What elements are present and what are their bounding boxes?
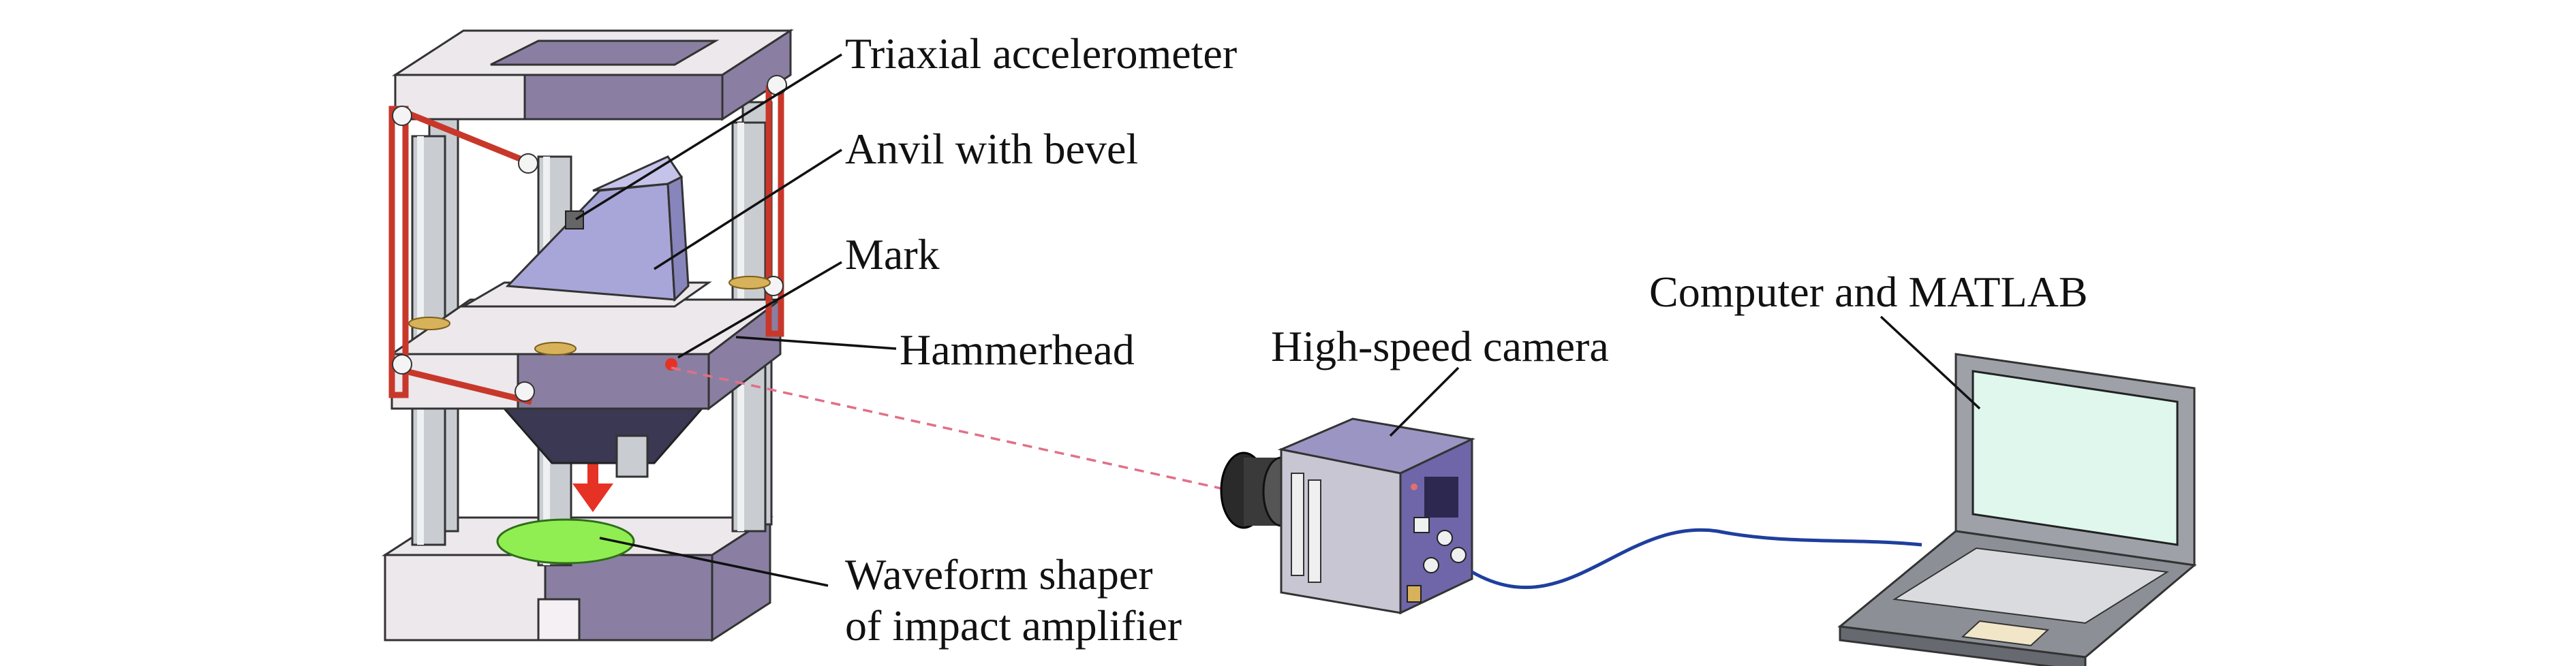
label-high-speed-camera: High-speed camera — [1271, 322, 1609, 370]
base-plate — [381, 516, 774, 642]
leader-triaxial-accelerometer — [575, 53, 842, 221]
leader-lines — [575, 53, 1981, 587]
waveform-shaper-disk — [496, 518, 635, 565]
label-hammerhead: Hammerhead — [900, 326, 1135, 374]
label-computer-and-matlab: Computer and MATLAB — [1649, 268, 2088, 316]
leader-anvil-with-bevel — [654, 148, 842, 270]
drop-test-machine — [381, 29, 795, 642]
laptop-screen — [1972, 370, 2179, 546]
laptop-computer — [1837, 353, 2197, 666]
leader-mark — [677, 261, 842, 359]
column-collars — [408, 276, 771, 355]
leader-computer-and-matlab — [1880, 315, 1981, 410]
label-waveform-shaper-line1: Waveform shaper — [845, 550, 1153, 599]
label-triaxial-accelerometer: Triaxial accelerometer — [845, 29, 1237, 78]
camera-side-slots — [1291, 473, 1321, 583]
text-labels: Triaxial accelerometer Anvil with bevel … — [845, 29, 2088, 650]
leader-waveform-shaper — [599, 537, 829, 587]
label-waveform-shaper-line2: of impact amplifier — [845, 601, 1182, 650]
laptop-touchpad — [1961, 620, 2050, 647]
camera-connectors — [1407, 517, 1467, 603]
down-arrow-icon — [572, 458, 613, 512]
leader-hammerhead — [735, 336, 897, 350]
leader-high-speed-camera — [1389, 366, 1460, 437]
high-speed-camera — [1220, 417, 1475, 615]
hammerhead-cone — [502, 407, 705, 464]
camera-sight-line — [671, 366, 1261, 498]
camera-cable — [1471, 528, 1922, 589]
camera-vents — [1411, 477, 1458, 518]
hammerhead-plate — [388, 297, 784, 411]
anvil-with-bevel — [505, 155, 690, 302]
laptop-keyboard — [1892, 547, 2169, 624]
label-mark: Mark — [845, 230, 940, 279]
triaxial-accelerometer-block — [565, 210, 584, 229]
top-frame — [391, 29, 795, 121]
label-anvil-with-bevel: Anvil with bevel — [845, 125, 1138, 173]
